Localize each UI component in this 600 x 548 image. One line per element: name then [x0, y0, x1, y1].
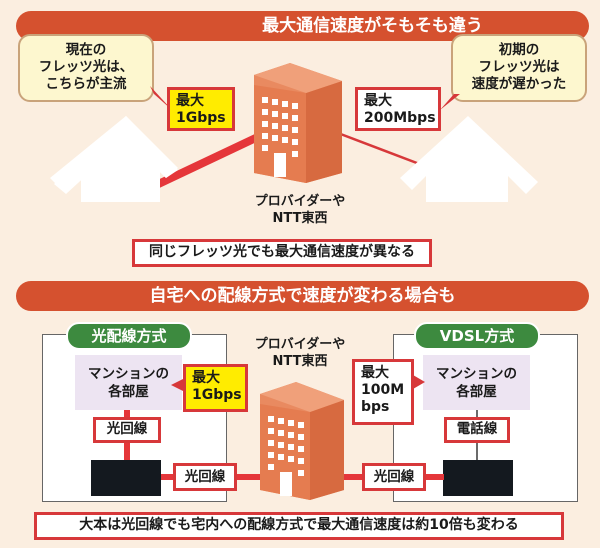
apartment-room-left: マンションの 各部屋 [75, 355, 182, 410]
provider-label-upper: プロバイダーや NTT東西 [240, 193, 360, 227]
fiber-wiring-method-pill: 光配線方式 [66, 322, 192, 350]
provider-label-line: NTT東西 [272, 211, 328, 226]
vdsl-device-right [443, 460, 513, 496]
speed-label-1gbps: 最大 1Gbps [167, 87, 235, 131]
speed-label-100mbps: 最大 100M bps [352, 359, 414, 425]
house-right-icon [400, 116, 538, 202]
speed-pointer-left [171, 378, 185, 392]
provider-label-lower: プロバイダーや NTT東西 [240, 336, 360, 370]
speed-label-1gbps-lower: 最大 1Gbps [183, 364, 248, 412]
outside-line-fiber-right: 光回線 [362, 463, 426, 491]
bubble-tail-right [440, 94, 460, 110]
left-speech-bubble: 現在の フレッツ光は、 こちらが主流 [18, 34, 154, 102]
apartment-room-right: マンションの 各部屋 [423, 355, 530, 410]
speed-label-line: 最大 [364, 93, 392, 109]
connection-lines-upper [148, 128, 431, 192]
indoor-line-fiber: 光回線 [93, 417, 161, 443]
indoor-line-phone: 電話線 [444, 417, 510, 443]
bubble-line: 速度が遅かった [471, 76, 567, 92]
provider-label-line: NTT東西 [272, 354, 328, 369]
line-type-text: 光回線 [106, 421, 148, 437]
method-label: VDSL方式 [439, 327, 515, 345]
bubble-line: フレッツ光は [478, 59, 560, 75]
speed-label-line: bps [361, 399, 390, 415]
onu-device-left [91, 460, 161, 496]
bubble-tail-left [150, 86, 172, 110]
method-label: 光配線方式 [91, 327, 167, 345]
line-type-text: 光回線 [184, 469, 226, 485]
provider-label-line: プロバイダーや [254, 337, 346, 352]
provider-building-icon [254, 63, 342, 183]
vdsl-method-pill: VDSL方式 [414, 322, 540, 350]
speed-label-line: 最大 [361, 365, 389, 381]
bubble-line: フレッツ光は、 [38, 59, 134, 75]
speed-label-200mbps: 最大 200Mbps [355, 87, 441, 131]
provider-label-line: プロバイダーや [254, 194, 346, 209]
section1-title: 最大通信速度がそもそも違う [262, 16, 483, 36]
speed-label-line: 100M [361, 382, 405, 398]
line-type-text: 光回線 [373, 469, 415, 485]
provider-building-lower-icon [260, 382, 344, 500]
room-line: 各部屋 [108, 384, 149, 400]
speed-pointer-right [413, 375, 425, 389]
room-line: マンションの [436, 366, 517, 382]
speed-label-line: 最大 [176, 93, 204, 109]
outside-line-fiber-left: 光回線 [173, 463, 237, 491]
room-line: 各部屋 [456, 384, 497, 400]
speed-label-line: 1Gbps [176, 110, 226, 126]
house-left-icon [50, 116, 178, 202]
section2-banner: 自宅への配線方式で速度が変わる場合も [16, 281, 589, 311]
caption-text: 大本は光回線でも宅内への配線方式で最大通信速度は約10倍も変わる [79, 517, 519, 533]
right-speech-bubble: 初期の フレッツ光は 速度が遅かった [451, 34, 587, 102]
section2-caption: 大本は光回線でも宅内への配線方式で最大通信速度は約10倍も変わる [34, 512, 564, 540]
bubble-line: 現在の [65, 42, 107, 58]
line-type-text: 電話線 [456, 421, 498, 437]
speed-label-line: 最大 [192, 370, 220, 386]
room-line: マンションの [88, 366, 169, 382]
speed-label-line: 1Gbps [192, 387, 242, 403]
bubble-line: 初期の [498, 42, 540, 58]
bubble-line: こちらが主流 [45, 76, 127, 92]
speed-label-line: 200Mbps [364, 110, 436, 126]
section2-title: 自宅への配線方式で速度が変わる場合も [149, 286, 456, 306]
caption-text: 同じフレッツ光でも最大通信速度が異なる [149, 244, 415, 260]
section1-caption: 同じフレッツ光でも最大通信速度が異なる [132, 239, 432, 267]
